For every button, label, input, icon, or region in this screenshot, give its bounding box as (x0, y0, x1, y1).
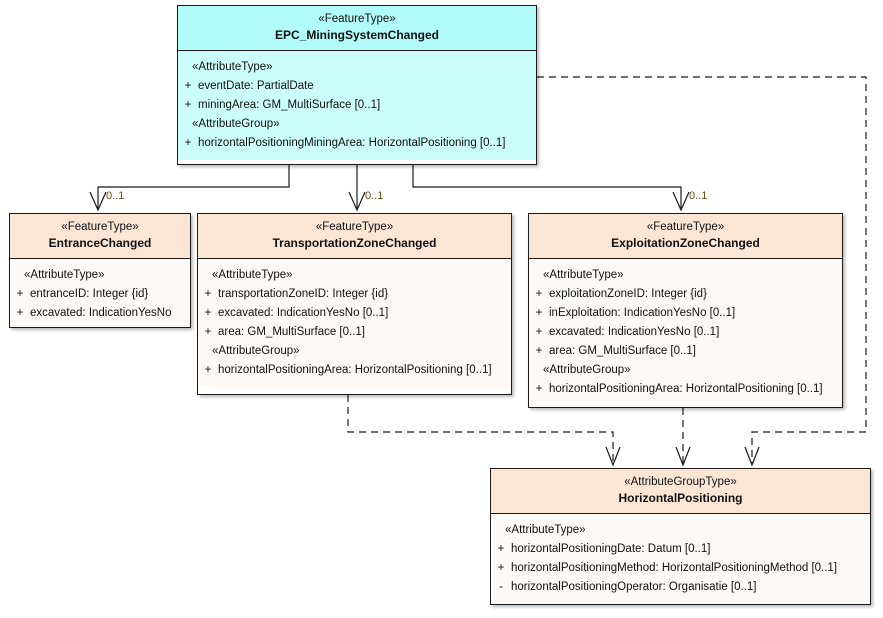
visibility-marker: + (535, 383, 543, 396)
class-stereotype: «FeatureType» (315, 221, 394, 233)
class-header: «FeatureType» TransportationZoneChanged (198, 214, 511, 260)
multiplicity-root-entrance: 0..1 (106, 190, 125, 202)
attribute-text: miningArea: GM_MultiSurface [0..1] (198, 99, 381, 112)
attribute-row[interactable]: + horizontalPositioningArea: HorizontalP… (198, 361, 511, 380)
attribute-text: exploitationZoneID: Integer {id} (549, 288, 707, 301)
visibility-marker: + (204, 288, 212, 301)
class-body: «AttributeType» + transportationZoneID: … (198, 259, 511, 388)
attribute-row[interactable]: + horizontalPositioningMiningArea: Horiz… (178, 134, 536, 153)
class-body: «AttributeType» + horizontalPositioningD… (491, 514, 870, 604)
class-title: HorizontalPositioning (618, 491, 743, 506)
attribute-row[interactable]: + horizontalPositioningDate: Datum [0..1… (491, 540, 870, 559)
class-title: ExploitationZoneChanged (611, 236, 760, 251)
class-box-horizontalpositioning[interactable]: «AttributeGroupType» HorizontalPositioni… (490, 468, 871, 605)
class-body: «AttributeType» + entranceID: Integer {i… (10, 259, 190, 327)
class-box-entrancechanged[interactable]: «FeatureType» EntranceChanged «Attribute… (9, 213, 191, 328)
attribute-row[interactable]: + excavated: IndicationYesNo [0..1] (198, 304, 511, 323)
attribute-text: entranceID: Integer {id} (30, 288, 149, 301)
visibility-marker: + (16, 307, 24, 320)
class-stereotype: «AttributeGroupType» (624, 476, 737, 488)
attribute-text: inExploitation: IndicationYesNo [0..1] (549, 307, 736, 320)
class-stereotype: «FeatureType» (61, 221, 139, 233)
compartment-label-attributetype: «AttributeType» (24, 269, 105, 282)
multiplicity-root-transportation: 0..1 (365, 190, 384, 202)
multiplicity-root-exploitation: 0..1 (689, 190, 708, 202)
attribute-text: horizontalPositioningArea: HorizontalPos… (218, 364, 492, 377)
class-box-transportationzonechanged[interactable]: «FeatureType» TransportationZoneChanged … (197, 213, 512, 395)
compartment-label-attributetype: «AttributeType» (212, 269, 293, 282)
visibility-marker: - (499, 581, 503, 594)
class-header: «FeatureType» EPC_MiningSystemChanged (178, 6, 536, 52)
attribute-text: excavated: IndicationYesNo (30, 307, 172, 320)
association-root-to-entrance (89, 165, 290, 212)
attribute-row[interactable]: + inExploitation: IndicationYesNo [0..1] (529, 304, 842, 323)
association-root-to-exploitation (412, 165, 690, 212)
attribute-row[interactable]: + area: GM_MultiSurface [0..1] (198, 323, 511, 342)
attribute-row[interactable]: - horizontalPositioningOperator: Organis… (491, 578, 870, 597)
compartment-label-attributegroup: «AttributeGroup» (212, 345, 300, 358)
class-title: EntranceChanged (48, 236, 152, 251)
class-box-exploitationzonechanged[interactable]: «FeatureType» ExploitationZoneChanged «A… (528, 213, 843, 408)
attribute-row[interactable]: + exploitationZoneID: Integer {id} (529, 285, 842, 304)
visibility-marker: + (184, 99, 192, 112)
visibility-marker: + (204, 307, 212, 320)
class-box-epc-miningsystemchanged[interactable]: «FeatureType» EPC_MiningSystemChanged «A… (177, 5, 537, 165)
attribute-row[interactable]: + miningArea: GM_MultiSurface [0..1] (178, 96, 536, 115)
attribute-text: eventDate: PartialDate (198, 80, 314, 93)
attribute-row[interactable]: + excavated: IndicationYesNo (10, 304, 190, 323)
visibility-marker: + (204, 364, 212, 377)
dependency-exploitation-to-horizontalpositioning (675, 408, 691, 467)
class-header: «AttributeGroupType» HorizontalPositioni… (491, 469, 870, 515)
visibility-marker: + (497, 562, 505, 575)
visibility-marker: + (535, 345, 543, 358)
attribute-row[interactable]: + area: GM_MultiSurface [0..1] (529, 342, 842, 361)
visibility-marker: + (535, 307, 543, 320)
attribute-text: horizontalPositioningMethod: HorizontalP… (511, 562, 838, 575)
visibility-marker: + (184, 80, 192, 93)
class-title: TransportationZoneChanged (272, 236, 437, 251)
class-header: «FeatureType» EntranceChanged (10, 214, 190, 260)
compartment-label-attributetype: «AttributeType» (192, 61, 273, 74)
attribute-text: area: GM_MultiSurface [0..1] (549, 345, 697, 358)
attribute-row[interactable]: + excavated: IndicationYesNo [0..1] (529, 323, 842, 342)
compartment-label-attributetype: «AttributeType» (505, 524, 586, 537)
visibility-marker: + (497, 543, 505, 556)
class-body: «AttributeType» + exploitationZoneID: In… (529, 259, 842, 407)
visibility-marker: + (204, 326, 212, 339)
attribute-text: horizontalPositioningOperator: Organisat… (511, 581, 757, 594)
visibility-marker: + (16, 288, 24, 301)
compartment-label-attributegroup: «AttributeGroup» (543, 364, 631, 377)
class-title: EPC_MiningSystemChanged (274, 28, 440, 43)
class-body: «AttributeType» + eventDate: PartialDate… (178, 51, 536, 161)
attribute-text: horizontalPositioningDate: Datum [0..1] (511, 543, 711, 556)
attribute-text: excavated: IndicationYesNo [0..1] (549, 326, 720, 339)
attribute-row[interactable]: + horizontalPositioningArea: HorizontalP… (529, 380, 842, 399)
attribute-text: transportationZoneID: Integer {id} (218, 288, 389, 301)
compartment-label-attributetype: «AttributeType» (543, 269, 624, 282)
visibility-marker: + (535, 326, 543, 339)
attribute-text: horizontalPositioningMiningArea: Horizon… (198, 137, 506, 150)
attribute-text: area: GM_MultiSurface [0..1] (218, 326, 366, 339)
visibility-marker: + (184, 137, 192, 150)
class-header: «FeatureType» ExploitationZoneChanged (529, 214, 842, 260)
visibility-marker: + (535, 288, 543, 301)
attribute-row[interactable]: + transportationZoneID: Integer {id} (198, 285, 511, 304)
attribute-text: excavated: IndicationYesNo [0..1] (218, 307, 389, 320)
attribute-row[interactable]: + horizontalPositioningMethod: Horizonta… (491, 559, 870, 578)
attribute-row[interactable]: + entranceID: Integer {id} (10, 285, 190, 304)
attribute-row[interactable]: + eventDate: PartialDate (178, 77, 536, 96)
compartment-label-attributegroup: «AttributeGroup» (192, 118, 280, 131)
attribute-text: horizontalPositioningArea: HorizontalPos… (549, 383, 823, 396)
class-stereotype: «FeatureType» (646, 221, 725, 233)
class-stereotype: «FeatureType» (318, 13, 396, 25)
association-root-to-transportation (348, 165, 366, 212)
